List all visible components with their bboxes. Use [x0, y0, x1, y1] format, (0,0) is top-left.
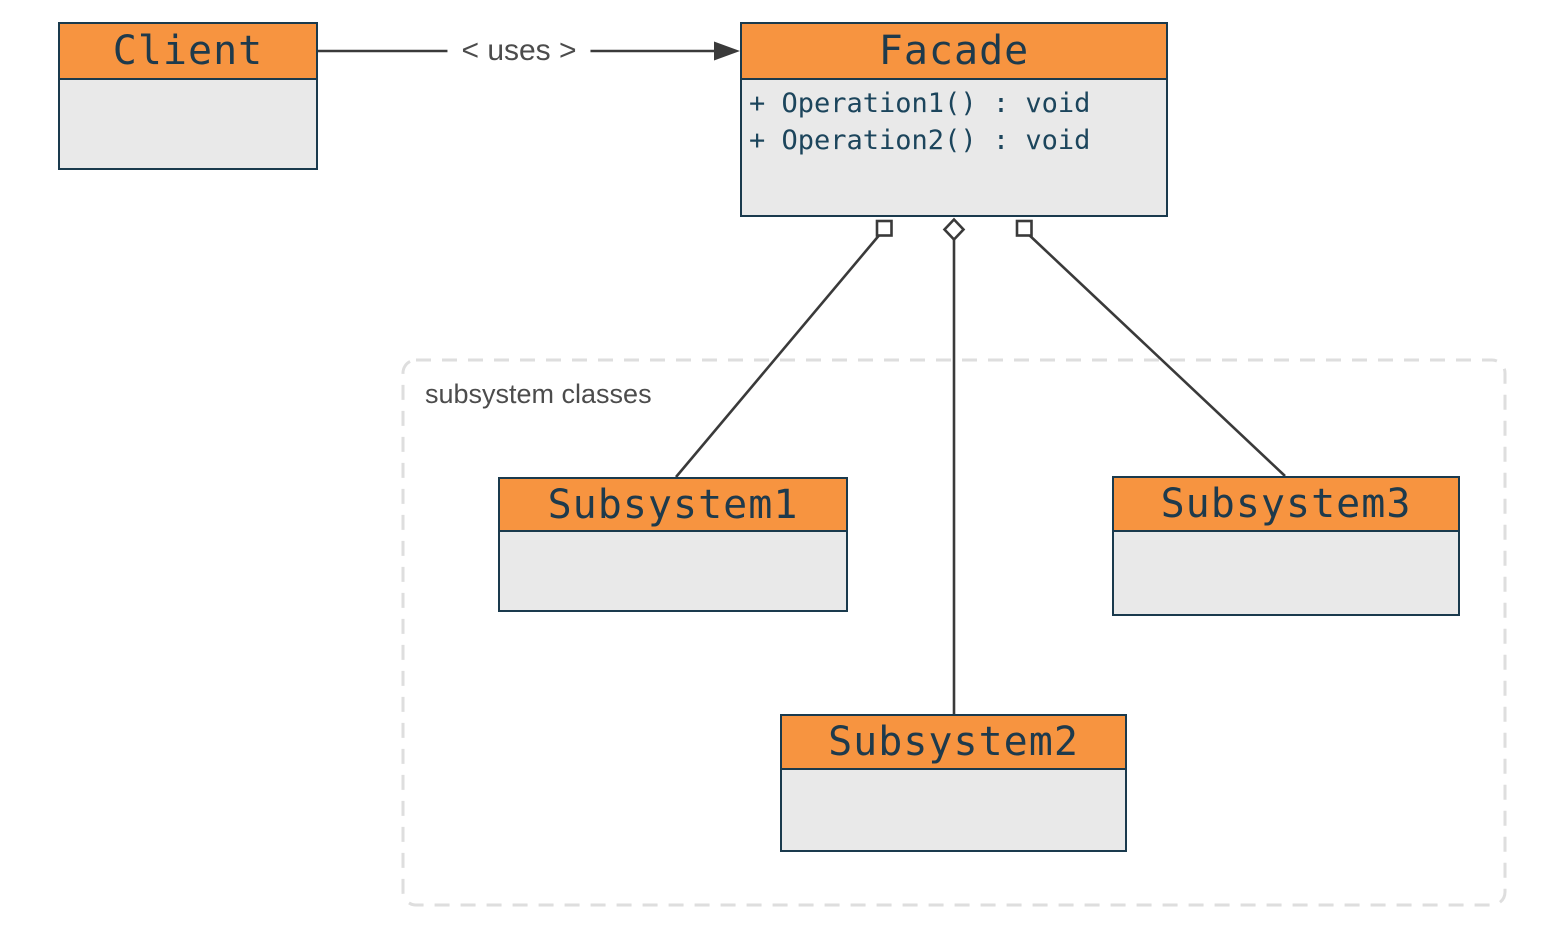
class-title-subsystem3: Subsystem3	[1114, 478, 1458, 532]
subsystem-group-label: subsystem classes	[425, 379, 652, 409]
class-node-subsystem1: Subsystem1	[498, 477, 848, 612]
class-body-subsystem3	[1114, 532, 1458, 537]
class-body-subsystem2	[782, 770, 1125, 775]
class-node-subsystem2: Subsystem2	[780, 714, 1127, 852]
aggregation-diamond-subsystem1-icon	[875, 219, 893, 237]
uses-edge-label: < uses >	[447, 32, 591, 70]
class-title-client: Client	[60, 24, 316, 80]
aggregation-diamond-subsystem3-icon	[1015, 219, 1033, 237]
aggregation-line-subsystem3	[1026, 232, 1286, 477]
facade-operation-1: + Operation1() : void	[749, 87, 1091, 119]
class-title-subsystem2: Subsystem2	[782, 716, 1125, 770]
class-body-client	[60, 80, 316, 85]
class-node-subsystem3: Subsystem3	[1112, 476, 1460, 616]
aggregation-line-subsystem1	[675, 232, 882, 478]
class-title-subsystem1: Subsystem1	[500, 479, 846, 532]
class-node-facade: Facade + Operation1() : void + Operation…	[740, 22, 1168, 217]
class-body-facade: + Operation1() : void + Operation2() : v…	[742, 80, 1166, 159]
class-node-client: Client	[58, 22, 318, 170]
aggregation-diamond-subsystem2-icon	[942, 217, 966, 242]
class-title-facade: Facade	[742, 24, 1166, 80]
uses-arrowhead-icon	[714, 41, 740, 61]
subsystem-group-outline	[401, 358, 1507, 907]
facade-operation-2: + Operation2() : void	[749, 124, 1091, 156]
class-body-subsystem1	[500, 532, 846, 537]
